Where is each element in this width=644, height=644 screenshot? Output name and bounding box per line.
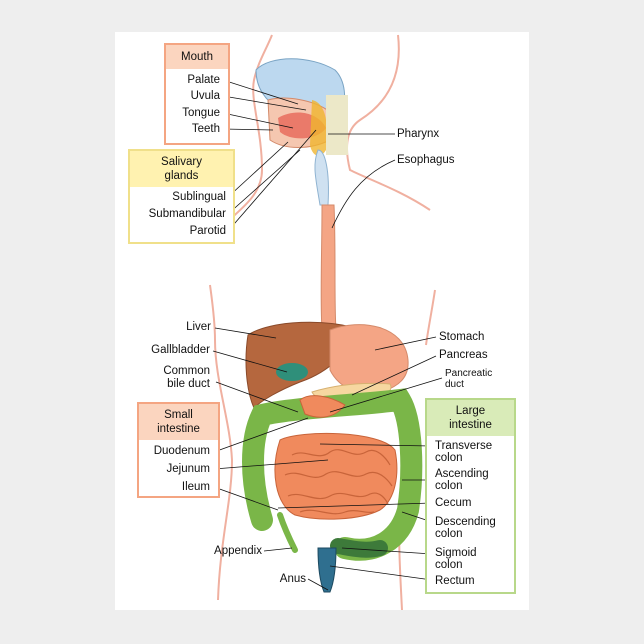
tongue-label: Tongue bbox=[182, 107, 220, 119]
small-intestine-coils bbox=[284, 449, 393, 515]
common-bile-duct-label-line2: bile duct bbox=[167, 378, 210, 390]
pancreas-label: Pancreas bbox=[439, 349, 488, 361]
stomach-label: Stomach bbox=[439, 331, 485, 343]
leader-lines bbox=[212, 79, 443, 591]
gallbladder-shape bbox=[276, 363, 308, 381]
pharynx-label: Pharynx bbox=[397, 128, 440, 140]
gallbladder-label: Gallbladder bbox=[151, 344, 210, 356]
sigmoid-colon-label-line1: Sigmoid bbox=[435, 547, 477, 559]
colon-frame bbox=[242, 388, 423, 561]
cecum-label: Cecum bbox=[435, 497, 472, 509]
rectum-label: Rectum bbox=[435, 575, 475, 587]
pancreatic-duct-label-line1: Pancreatic bbox=[445, 368, 493, 379]
small-intestine-mass bbox=[274, 432, 398, 520]
salivary-title-line1: Salivary bbox=[161, 156, 202, 168]
jejunum-label: Jejunum bbox=[166, 463, 210, 475]
submandibular-label: Submandibular bbox=[148, 208, 226, 220]
ileum-label: Ileum bbox=[181, 481, 210, 493]
anus-label: Anus bbox=[279, 573, 306, 585]
body-outline bbox=[209, 34, 436, 611]
large-intestine-title-line2: intestine bbox=[449, 419, 492, 431]
large-intestine-title-line1: Large bbox=[455, 405, 486, 417]
parotid-label: Parotid bbox=[189, 225, 226, 237]
liver-label: Liver bbox=[186, 321, 211, 333]
transverse-colon-label-line1: Transverse bbox=[435, 440, 493, 452]
sigmoid-colon-label-line2: colon bbox=[435, 559, 463, 571]
common-bile-duct-label-line1: Common bbox=[163, 365, 210, 377]
sublingual-label: Sublingual bbox=[172, 191, 226, 203]
large-intestine-title-band bbox=[427, 400, 514, 436]
small-intestine-title-line1: Small bbox=[164, 409, 193, 421]
larynx bbox=[314, 149, 329, 206]
transverse-colon-label-line2: colon bbox=[435, 452, 463, 464]
descending-colon-label-line1: Descending bbox=[435, 516, 496, 528]
small-intestine-title-line2: intestine bbox=[157, 423, 200, 435]
large-intestine-group-box: Large intestine bbox=[425, 398, 516, 594]
parotid-gland bbox=[310, 100, 328, 156]
ascending-colon-label-line2: colon bbox=[435, 480, 463, 492]
pancreatic-duct-label-line2: duct bbox=[445, 379, 464, 390]
small-intestine-group-box: Small intestine bbox=[137, 402, 220, 498]
appendix-label: Appendix bbox=[214, 545, 262, 557]
small-intestine-title-band bbox=[139, 404, 218, 440]
duodenum-shape bbox=[299, 395, 346, 418]
appendix-shape bbox=[277, 512, 298, 553]
mouth-title-band bbox=[166, 45, 228, 69]
palate-label: Palate bbox=[187, 74, 220, 86]
duodenum-label: Duodenum bbox=[153, 445, 210, 457]
teeth-label: Teeth bbox=[191, 123, 220, 135]
ascending-colon-label-line1: Ascending bbox=[435, 468, 489, 480]
salivary-title-band bbox=[130, 151, 233, 187]
stomach-shape bbox=[329, 324, 409, 394]
salivary-title-line2: glands bbox=[164, 170, 199, 182]
spine-upper bbox=[326, 95, 348, 155]
esophagus-label: Esophagus bbox=[397, 154, 455, 166]
mouth-group-box: Mouth bbox=[164, 43, 230, 145]
uvula-label: Uvula bbox=[190, 90, 220, 102]
salivary-group-box: Salivary glands bbox=[128, 149, 235, 244]
descending-colon-label-line2: colon bbox=[435, 528, 463, 540]
rectum-shape bbox=[317, 547, 337, 593]
mouth-title: Mouth bbox=[181, 51, 213, 63]
